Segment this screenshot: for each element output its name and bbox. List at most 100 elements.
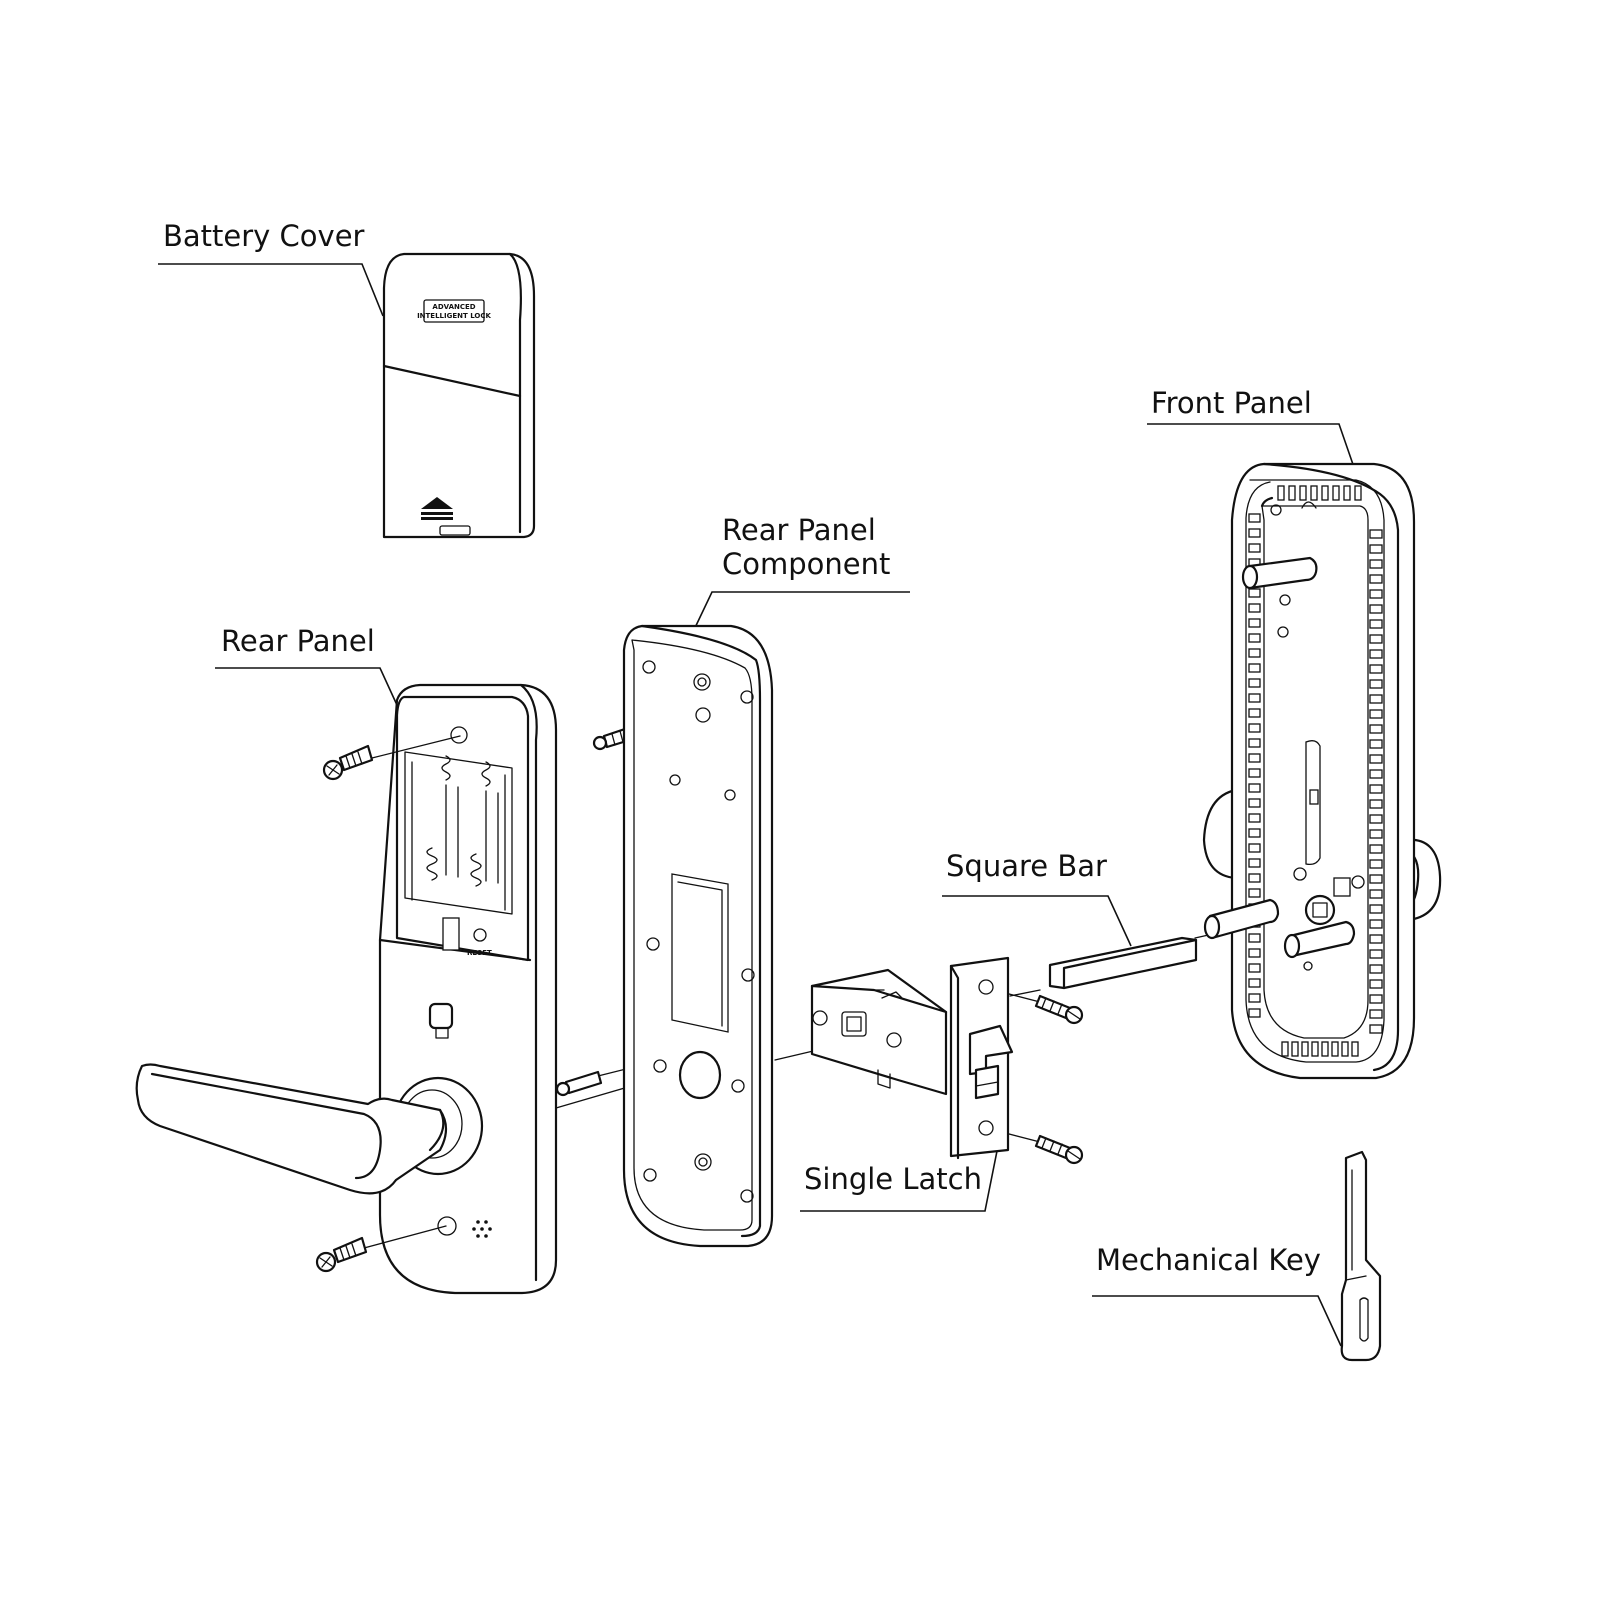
vent-slot (1277, 485, 1285, 501)
latch-square-hole (841, 1011, 867, 1037)
label-rear-panel-component-line2: Component (722, 547, 890, 581)
vent-slot (1341, 1041, 1349, 1057)
vent-slot (1369, 724, 1383, 734)
latch-bolt (968, 1024, 1014, 1076)
vent-slot (1369, 544, 1383, 554)
vent-slot (1332, 485, 1340, 501)
vent-slot (1369, 769, 1383, 779)
vent-slot (1311, 1041, 1319, 1057)
vent-slot (1248, 783, 1261, 793)
vent-slot (1369, 784, 1383, 794)
vent-slot (1369, 709, 1383, 719)
vent-slot (1369, 619, 1383, 629)
eject-arrow-icon (421, 497, 453, 520)
label-front-panel: Front Panel (1147, 386, 1358, 477)
vent-slot (1248, 813, 1261, 823)
vent-slot (1354, 485, 1362, 501)
vent-slot (1248, 978, 1261, 988)
vent-slot (1369, 979, 1383, 989)
vent-slot (1369, 739, 1383, 749)
label-mechanical-key: Mechanical Key (1092, 1243, 1342, 1347)
vent-slot (1369, 634, 1383, 644)
vent-slot (1369, 1009, 1383, 1019)
vent-slot (1369, 904, 1383, 914)
vent-slot (1301, 1041, 1309, 1057)
leader-rear-panel (215, 667, 403, 717)
vent-slot (1248, 603, 1261, 613)
vent-slot (1248, 588, 1261, 598)
latch-body (810, 984, 948, 1096)
screw-rear-bottom (315, 1225, 447, 1273)
component-holes (642, 660, 755, 1203)
label-single-latch-text: Single Latch (804, 1162, 982, 1196)
vent-slot (1369, 529, 1383, 539)
vent-slot (1369, 664, 1383, 674)
mechanical-key (1340, 1150, 1382, 1362)
front-square-hole (1333, 877, 1351, 897)
vent-slot (1248, 528, 1261, 538)
vent-slot (1369, 589, 1383, 599)
leader-mechanical-key (1092, 1295, 1342, 1347)
front-knob-left (1202, 788, 1238, 880)
screw-latch-bottom (985, 1127, 1084, 1165)
vent-slot (1248, 1008, 1261, 1018)
vent-slot (1281, 1041, 1289, 1057)
vent-slot (1369, 1024, 1383, 1034)
vent-slot (1248, 888, 1261, 898)
vent-slot (1369, 964, 1383, 974)
mic-holes (472, 1220, 492, 1238)
cover-badge-line1: ADVANCED (432, 303, 475, 311)
battery-cover: ADVANCED INTELLIGENT LOCK (382, 252, 536, 539)
vent-slot (1369, 859, 1383, 869)
vent-slot (1248, 828, 1261, 838)
vent-slot (1248, 723, 1261, 733)
cover-badge-line2: INTELLIGENT LOCK (417, 312, 491, 320)
component-window (671, 873, 729, 1033)
key-hole (1359, 1297, 1369, 1342)
vent-slot (1369, 649, 1383, 659)
label-rear-panel-component-line1: Rear Panel (722, 513, 876, 547)
rear-bay-screw-hole (450, 726, 468, 744)
vent-slot (1369, 799, 1383, 809)
vent-slot (1248, 933, 1261, 943)
vent-slot (1331, 1041, 1339, 1057)
front-panel (1202, 462, 1442, 1080)
label-battery-cover: Battery Cover (158, 219, 384, 317)
leader-square-bar (942, 895, 1132, 947)
vent-slot (1248, 648, 1261, 658)
vent-slot (1288, 485, 1296, 501)
vent-slot (1369, 994, 1383, 1004)
vent-slot (1248, 633, 1261, 643)
vent-slot (1343, 485, 1351, 501)
label-rear-panel-component: Rear Panel Component (691, 513, 910, 635)
screw-rear-top (322, 735, 461, 781)
vent-slot (1248, 693, 1261, 703)
vent-slot (1248, 738, 1261, 748)
vent-slot (1248, 513, 1261, 523)
vent-slot (1248, 873, 1261, 883)
vent-slot (1369, 829, 1383, 839)
vent-slot (1369, 559, 1383, 569)
rear-bottom-screw-hole (437, 1216, 457, 1236)
cover-badge (423, 299, 485, 323)
vent-slot (1369, 754, 1383, 764)
cover-tab (439, 525, 471, 536)
vent-slot (1248, 963, 1261, 973)
label-battery-cover-text: Battery Cover (163, 219, 365, 253)
vent-slot (1299, 485, 1307, 501)
leader-single-latch (800, 1145, 999, 1212)
front-post-mid (1203, 898, 1280, 940)
vent-slot (1369, 844, 1383, 854)
battery-bay (395, 695, 530, 962)
square-bar (1048, 936, 1198, 990)
reset-slot (442, 917, 460, 951)
label-front-panel-text: Front Panel (1151, 386, 1312, 420)
lever-handle (135, 1063, 448, 1195)
vent-slot (1351, 1041, 1359, 1057)
label-rear-panel-text: Rear Panel (221, 624, 375, 658)
vent-slot (1248, 618, 1261, 628)
single-latch (810, 956, 1014, 1160)
vent-slot (1248, 993, 1261, 1003)
vent-slot (1369, 574, 1383, 584)
